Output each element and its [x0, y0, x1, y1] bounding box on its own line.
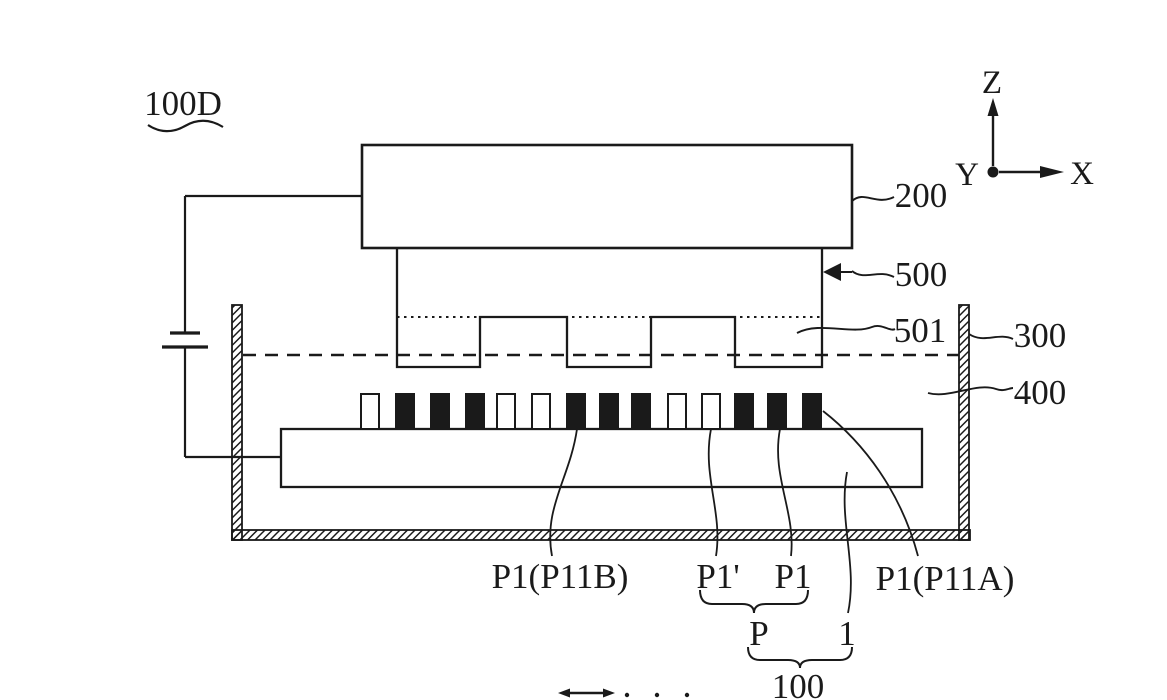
y-axis-label: Y — [955, 157, 979, 193]
caption-right-arrowhead-icon — [603, 688, 615, 698]
caption-dot — [654, 692, 660, 698]
caption-dot — [684, 692, 690, 698]
reference-numerals: 200 500 501 300 400 P1(P11B) P1' P1 P1(P… — [492, 176, 1067, 700]
pixel-electrode-white — [701, 393, 721, 430]
pixel-electrode-white — [496, 393, 516, 430]
figure-id-wavy-underline — [147, 119, 224, 133]
z-axis-arrowhead-icon — [987, 98, 999, 116]
caption-left-arrowhead-icon — [558, 688, 570, 698]
leader-p1-prime — [707, 428, 719, 557]
label-p1-prime: P1' — [696, 557, 739, 596]
leader-200 — [851, 196, 895, 202]
leader-p1 — [777, 428, 793, 557]
pixel-electrode-black — [631, 393, 651, 430]
label-300: 300 — [1014, 316, 1067, 355]
caption-dot — [624, 692, 630, 698]
tank-wall-right — [958, 304, 970, 541]
tank-wall-left — [231, 304, 243, 541]
label-p1: P1 — [775, 557, 812, 596]
pixel-electrode-black — [395, 393, 415, 430]
pixel-electrode-black — [465, 393, 485, 430]
callout-leaders — [796, 196, 1014, 396]
cut-off-caption-fragment — [558, 688, 690, 698]
label-pitch-p: P — [749, 614, 768, 653]
axis-origin-dot — [987, 166, 999, 178]
pixel-electrode-row — [360, 393, 822, 430]
label-501: 501 — [894, 311, 947, 350]
pixel-electrode-black — [599, 393, 619, 430]
z-axis-label: Z — [982, 65, 1002, 101]
leader-lines — [549, 410, 919, 614]
brace-panel-100 — [747, 646, 853, 669]
leader-300 — [968, 333, 1014, 340]
pixel-electrode-black — [566, 393, 586, 430]
top-electrode-plate-200 — [360, 143, 854, 250]
coordinate-axes: Z Y X — [955, 65, 1094, 193]
brace-pitch-P — [699, 589, 809, 614]
tank-300 — [231, 304, 971, 541]
label-200: 200 — [895, 176, 948, 215]
label-400: 400 — [1014, 373, 1067, 412]
pixel-electrode-black — [734, 393, 754, 430]
leader-501 — [796, 325, 896, 334]
x-axis-arrowhead-icon — [1040, 166, 1064, 178]
leader-substrate-1 — [843, 471, 852, 614]
label-p1-p11b: P1(P11B) — [492, 557, 629, 596]
figure-id: 100D — [144, 84, 224, 133]
leader-500 — [840, 270, 895, 278]
label-panel-100: 100 — [772, 667, 825, 700]
tank-bottom — [231, 529, 971, 541]
arrowhead-500-icon — [823, 263, 841, 281]
label-500: 500 — [895, 255, 948, 294]
braces — [699, 589, 853, 669]
pixel-electrode-white — [667, 393, 687, 430]
pixel-electrode-white — [360, 393, 380, 430]
pixel-electrode-black — [767, 393, 787, 430]
pixel-electrode-white — [531, 393, 551, 430]
x-axis-label: X — [1070, 156, 1094, 192]
leader-400 — [927, 386, 1014, 396]
pixel-electrode-black — [430, 393, 450, 430]
stamp-500-outline — [395, 248, 824, 369]
label-substrate-1: 1 — [838, 614, 856, 653]
figure-id-label: 100D — [144, 84, 222, 123]
leader-p1-p11b — [549, 428, 578, 557]
leader-p1-p11a — [822, 410, 919, 557]
label-p1-p11a: P1(P11A) — [876, 559, 1015, 598]
pixel-electrode-black — [802, 393, 822, 430]
